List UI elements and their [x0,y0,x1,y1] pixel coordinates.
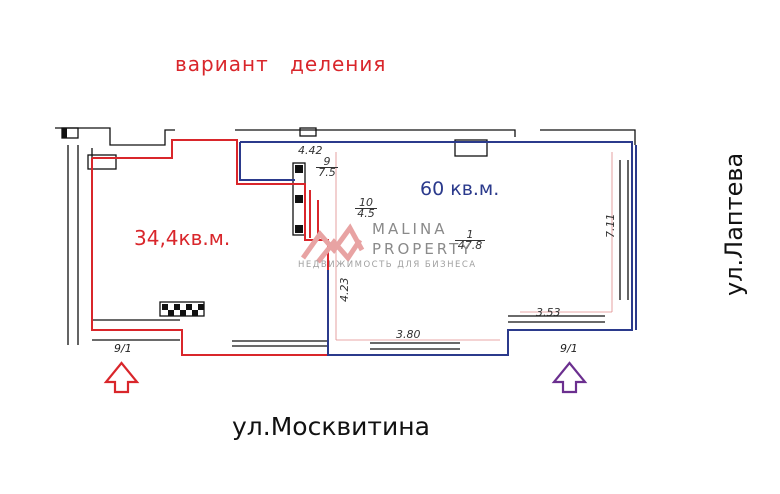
malina-logo-icon [300,223,365,264]
street-bottom: ул.Москвитина [232,412,430,441]
watermark-line2: PROPERTY [372,240,474,258]
dim-bottom-right: 3.53 [536,306,561,319]
right-entrance-label: 9/1 [560,342,578,355]
dim-right-wall: 7.11 [604,213,617,239]
dim-inner-wall: 4.23 [338,277,351,303]
room1-num: 1 [455,229,485,241]
left-entrance-label: 9/1 [114,342,132,355]
watermark-tagline: НЕДВИЖИМОСТЬ ДЛЯ БИЗНЕСА [298,260,477,270]
unit-right-outline [239,141,637,356]
left-unit-area: 34,4кв.м. [134,226,231,250]
room9-area: 7.5 [318,166,336,179]
dim-bottom-mid: 3.80 [396,328,421,341]
dim-top-left: 4.42 [298,144,323,157]
room1-label: 1 47.8 [455,229,485,252]
hatch-blocks [62,128,303,316]
entrance-arrow-icon [103,361,140,394]
room9-num: 9 [316,156,338,168]
entrance-arrow-icon [551,361,588,394]
right-unit-area: 60 кв.м. [420,178,500,200]
watermark-line1: MALINA [372,220,448,238]
street-right: ул.Лаптева [720,152,748,296]
plan-title: вариант деления [175,52,387,76]
room10-area: 4.5 [357,207,375,220]
room1-area: 47.8 [457,239,483,252]
room10-label: 10 4.5 [355,197,377,220]
room10-num: 10 [355,197,377,209]
unit-left-outline [91,139,329,356]
room9-label: 9 7.5 [316,156,338,179]
